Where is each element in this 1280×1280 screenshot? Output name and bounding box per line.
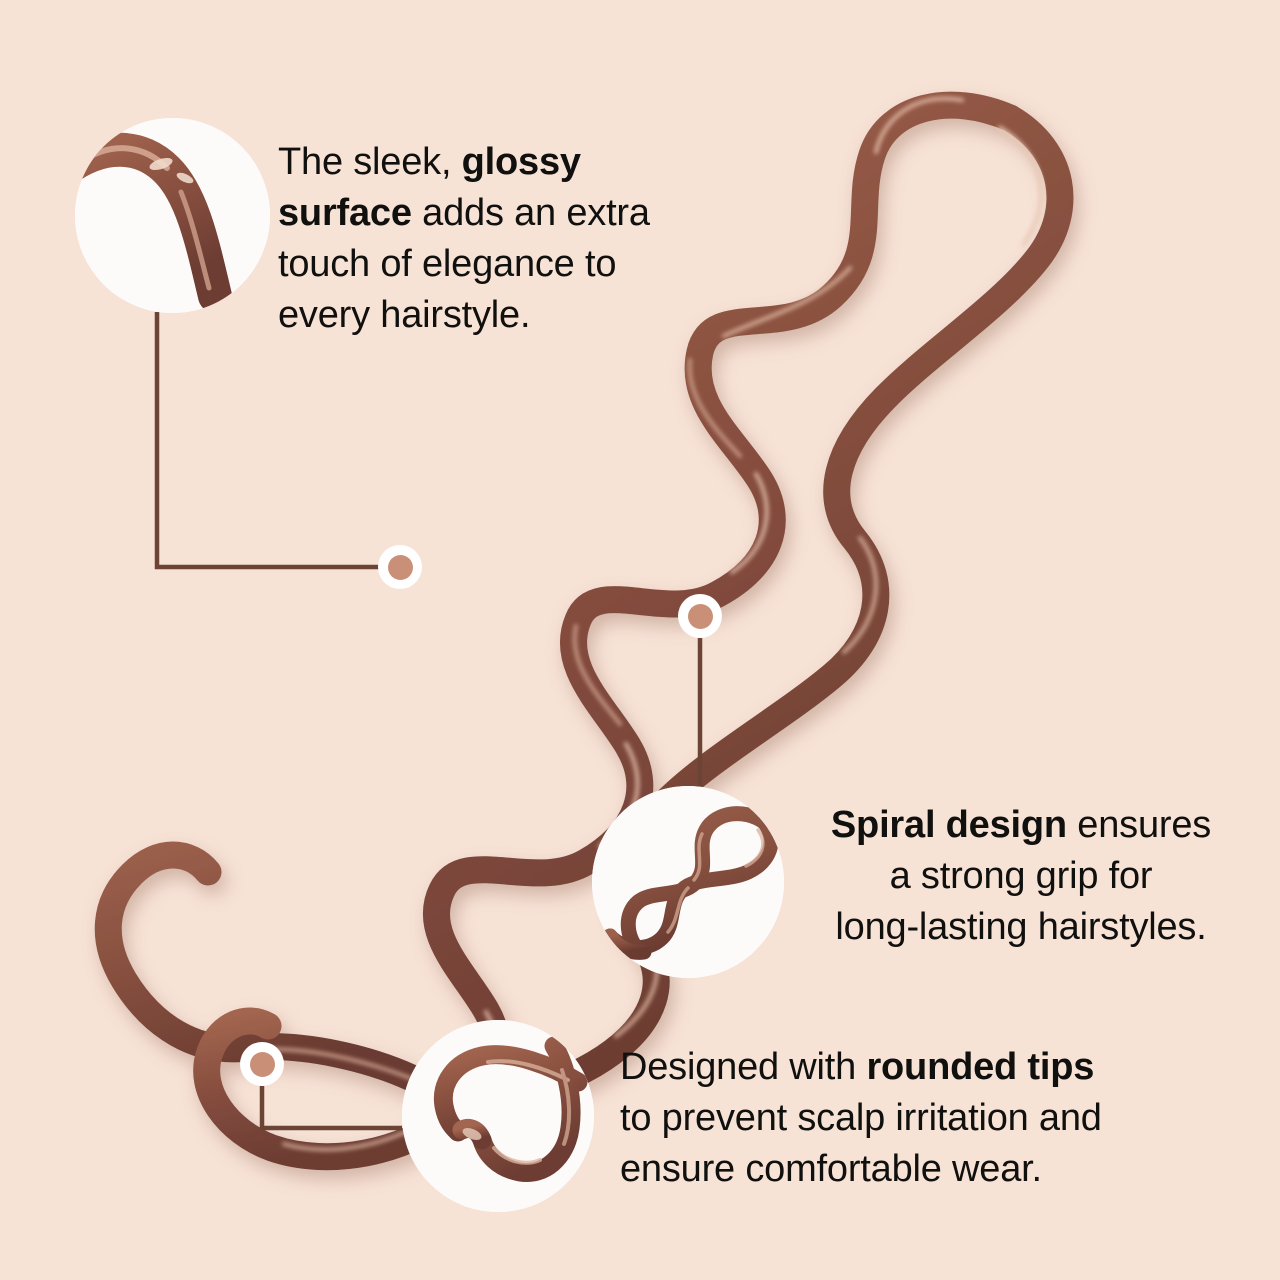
spiral-tail-upper xyxy=(94,841,434,1096)
rounded-tips-marker[interactable] xyxy=(240,1042,284,1086)
spiral-design-magnifier xyxy=(592,786,784,978)
text-line: The sleek, glossy xyxy=(278,141,581,183)
glossy-surface-closeup-art xyxy=(75,118,270,313)
glossy-surface-text: The sleek, glossy surface adds an extra … xyxy=(278,137,738,341)
spiral-strand-back xyxy=(406,104,1074,1111)
glossy-surface-marker[interactable] xyxy=(378,545,422,589)
text-line: ensure comfortable wear. xyxy=(620,1148,1042,1190)
spiral-strands xyxy=(94,91,1074,1171)
glossy-surface-magnifier xyxy=(75,118,270,313)
spiral-tail-lower xyxy=(193,1007,464,1171)
spiral-design-text: Spiral design ensures a strong grip for … xyxy=(800,800,1242,953)
rounded-tips-magnifier xyxy=(402,1020,594,1212)
text-line: Spiral design ensures xyxy=(830,804,1212,846)
text-line: every hairstyle. xyxy=(278,294,531,336)
text-line: touch of elegance to xyxy=(278,243,617,285)
text-line: Designed with rounded tips xyxy=(620,1046,1095,1088)
marker-core xyxy=(387,554,413,580)
marker-core xyxy=(687,603,713,629)
spiral-strand-front xyxy=(423,91,1024,1130)
text-line: surface adds an extra xyxy=(278,192,650,234)
spiral-design-closeup-art xyxy=(592,786,784,978)
rounded-tips-closeup-art xyxy=(402,1020,594,1212)
text-line: to prevent scalp irritation and xyxy=(620,1097,1102,1139)
spiral-design-marker[interactable] xyxy=(678,594,722,638)
marker-core xyxy=(249,1051,275,1077)
text-line: a strong grip for xyxy=(889,855,1153,897)
text-line: long-lasting hairstyles. xyxy=(835,906,1207,948)
rounded-tips-text: Designed with rounded tips to prevent sc… xyxy=(620,1042,1220,1195)
